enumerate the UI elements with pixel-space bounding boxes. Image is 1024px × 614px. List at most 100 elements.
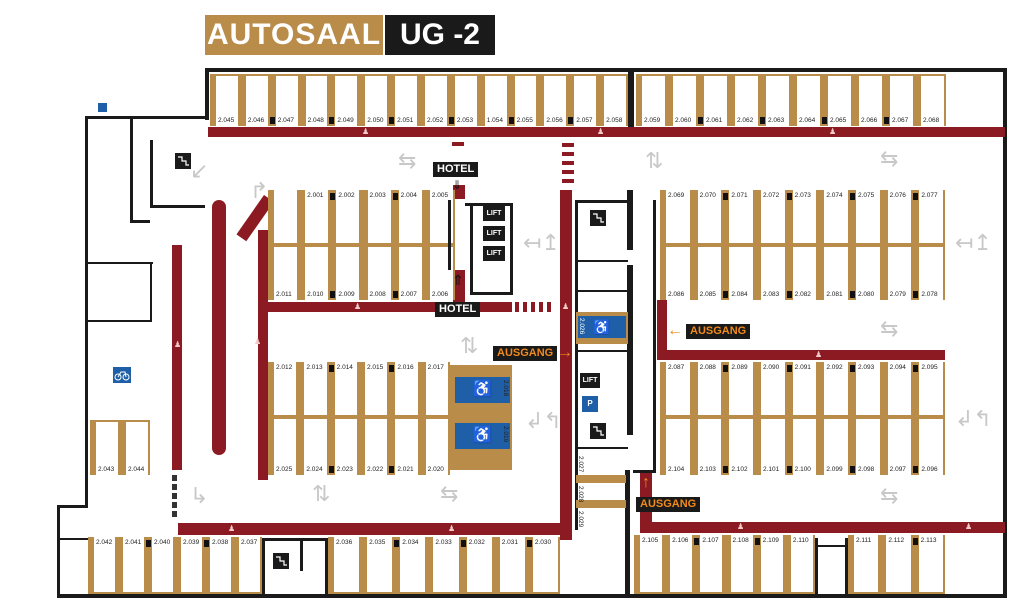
parking-spot[interactable] — [697, 190, 722, 243]
parking-spot[interactable] — [666, 247, 690, 300]
parking-spot[interactable] — [859, 76, 882, 126]
parking-spot[interactable] — [919, 247, 943, 300]
parking-spot[interactable] — [887, 190, 912, 243]
parking-spot[interactable] — [761, 247, 785, 300]
parking-spot[interactable] — [152, 537, 173, 592]
parking-spot[interactable] — [790, 535, 813, 592]
parking-spot[interactable] — [730, 535, 753, 592]
parking-spot[interactable] — [761, 362, 785, 415]
parking-spot[interactable] — [642, 76, 665, 126]
parking-spot[interactable] — [697, 247, 722, 300]
parking-spot[interactable] — [395, 419, 418, 475]
parking-spot[interactable] — [365, 76, 388, 126]
lift-button[interactable]: LIFT — [483, 246, 505, 261]
parking-spot[interactable] — [761, 190, 785, 243]
parking-spot[interactable] — [334, 419, 357, 475]
parking-spot[interactable] — [919, 190, 943, 243]
parking-spot[interactable] — [429, 190, 453, 243]
parking-spot[interactable] — [398, 247, 422, 300]
parking-spot[interactable] — [239, 537, 260, 592]
parking-spot[interactable] — [824, 362, 848, 415]
parking-spot[interactable] — [604, 76, 626, 126]
accessible-spot[interactable]: ♿ — [455, 377, 510, 403]
parking-spot[interactable] — [729, 362, 753, 415]
parking-spot[interactable] — [666, 190, 690, 243]
parking-spot[interactable] — [856, 190, 880, 243]
parking-spot[interactable] — [94, 537, 115, 592]
parking-spot[interactable] — [673, 76, 696, 126]
parking-spot[interactable] — [395, 362, 418, 415]
parking-spot[interactable] — [856, 247, 880, 300]
parking-spot[interactable] — [305, 190, 329, 243]
parking-spot[interactable] — [181, 537, 202, 592]
parking-spot[interactable] — [921, 76, 944, 126]
parking-spot[interactable] — [797, 76, 820, 126]
accessible-spot[interactable]: ♿ — [455, 423, 510, 449]
parking-spot[interactable] — [697, 419, 722, 475]
parking-spot[interactable] — [395, 76, 417, 126]
parking-spot[interactable] — [367, 190, 391, 243]
accessible-spot[interactable]: ♿ — [578, 316, 626, 338]
parking-spot[interactable] — [367, 537, 393, 592]
parking-spot[interactable] — [544, 76, 567, 126]
parking-spot[interactable] — [96, 422, 118, 475]
parking-spot[interactable] — [514, 76, 537, 126]
parking-spot[interactable] — [670, 535, 693, 592]
parking-spot[interactable] — [429, 247, 453, 300]
parking-spot[interactable] — [425, 419, 448, 475]
parking-spot[interactable] — [761, 419, 785, 475]
parking-spot[interactable] — [919, 362, 943, 415]
parking-spot[interactable] — [700, 535, 723, 592]
parking-spot[interactable] — [919, 419, 943, 475]
parking-spot[interactable] — [499, 537, 525, 592]
parking-spot[interactable] — [454, 76, 477, 126]
parking-spot[interactable] — [890, 76, 913, 126]
parking-spot[interactable] — [918, 535, 943, 592]
parking-spot[interactable] — [828, 76, 851, 126]
parking-spot[interactable] — [887, 362, 912, 415]
parking-spot[interactable] — [425, 76, 447, 126]
parking-spot[interactable] — [856, 362, 880, 415]
parking-spot[interactable] — [666, 362, 690, 415]
parking-spot[interactable] — [365, 419, 388, 475]
parking-spot[interactable] — [735, 76, 758, 126]
parking-spot[interactable] — [532, 537, 558, 592]
parking-spot[interactable] — [304, 362, 327, 415]
parking-spot[interactable] — [574, 76, 597, 126]
parking-spot[interactable] — [304, 419, 327, 475]
parking-spot[interactable] — [245, 76, 268, 126]
parking-spot[interactable] — [887, 419, 912, 475]
parking-spot[interactable] — [275, 76, 298, 126]
parking-spot[interactable] — [729, 190, 753, 243]
parking-spot[interactable] — [729, 247, 753, 300]
parking-spot[interactable] — [792, 247, 817, 300]
parking-spot[interactable] — [887, 247, 912, 300]
parking-spot[interactable] — [484, 76, 507, 126]
parking-spot[interactable] — [425, 362, 448, 415]
parking-spot[interactable] — [766, 76, 789, 126]
parking-spot[interactable] — [697, 362, 722, 415]
parking-spot[interactable] — [123, 537, 144, 592]
parking-spot[interactable] — [824, 247, 848, 300]
parking-spot[interactable] — [792, 190, 817, 243]
parking-spot[interactable] — [760, 535, 783, 592]
parking-spot[interactable] — [792, 362, 817, 415]
parking-spot[interactable] — [640, 535, 663, 592]
parking-spot[interactable] — [334, 362, 357, 415]
parking-spot[interactable] — [274, 362, 297, 415]
parking-spot[interactable] — [334, 537, 360, 592]
lift-button[interactable]: LIFT — [483, 226, 505, 241]
lift-button[interactable]: LIFT — [483, 206, 505, 221]
parking-spot[interactable] — [886, 535, 911, 592]
parking-spot[interactable] — [305, 76, 328, 126]
parking-spot[interactable] — [367, 247, 391, 300]
parking-spot[interactable] — [336, 247, 360, 300]
parking-spot[interactable] — [729, 419, 753, 475]
parking-spot[interactable] — [856, 419, 880, 475]
lift-button[interactable]: LIFT — [580, 373, 600, 388]
parking-spot[interactable] — [666, 419, 690, 475]
parking-spot[interactable] — [126, 422, 148, 475]
parking-spot[interactable] — [466, 537, 492, 592]
parking-spot[interactable] — [398, 190, 422, 243]
parking-spot[interactable] — [335, 76, 358, 126]
